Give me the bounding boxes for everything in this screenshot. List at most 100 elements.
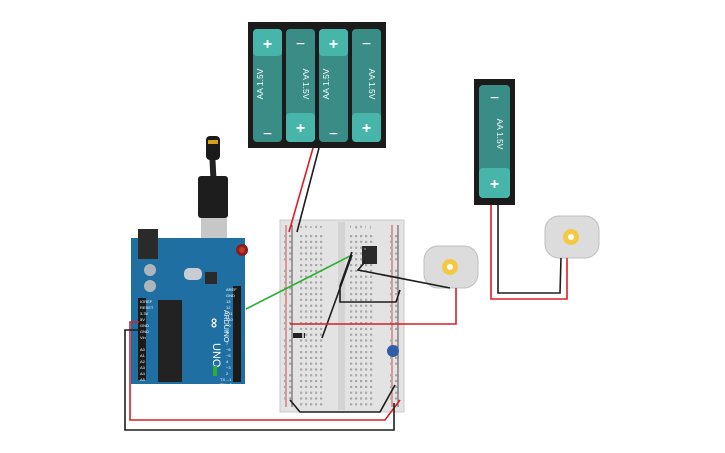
rail-hole[interactable]	[390, 322, 393, 325]
breadboard-hole[interactable]	[305, 403, 308, 406]
breadboard-hole[interactable]	[300, 339, 303, 342]
breadboard-hole[interactable]	[350, 333, 353, 336]
breadboard-hole[interactable]	[310, 287, 313, 290]
breadboard-hole[interactable]	[310, 351, 313, 354]
rail-hole[interactable]	[289, 385, 292, 388]
rail-hole[interactable]	[284, 258, 287, 261]
rail-hole[interactable]	[284, 252, 287, 255]
rail-hole[interactable]	[284, 374, 287, 377]
breadboard-hole[interactable]	[300, 374, 303, 377]
breadboard-hole[interactable]	[300, 380, 303, 383]
breadboard-hole[interactable]	[320, 298, 323, 301]
breadboard-hole[interactable]	[310, 374, 313, 377]
breadboard-hole[interactable]	[360, 374, 363, 377]
breadboard-hole[interactable]	[355, 380, 358, 383]
breadboard-hole[interactable]	[315, 368, 318, 371]
rail-hole[interactable]	[390, 310, 393, 313]
breadboard-hole[interactable]	[365, 391, 368, 394]
rail-hole[interactable]	[395, 397, 398, 400]
breadboard-hole[interactable]	[315, 281, 318, 284]
breadboard-hole[interactable]	[355, 351, 358, 354]
breadboard-hole[interactable]	[350, 264, 353, 267]
breadboard-hole[interactable]	[305, 322, 308, 325]
breadboard-hole[interactable]	[365, 380, 368, 383]
breadboard-hole[interactable]	[365, 304, 368, 307]
rail-hole[interactable]	[390, 356, 393, 359]
breadboard-hole[interactable]	[310, 397, 313, 400]
breadboard-hole[interactable]	[370, 269, 373, 272]
breadboard-hole[interactable]	[370, 264, 373, 267]
breadboard-hole[interactable]	[305, 252, 308, 255]
rail-hole[interactable]	[284, 322, 287, 325]
breadboard-hole[interactable]	[305, 368, 308, 371]
rail-hole[interactable]	[284, 235, 287, 238]
breadboard-hole[interactable]	[355, 356, 358, 359]
breadboard-hole[interactable]	[315, 345, 318, 348]
breadboard-hole[interactable]	[320, 403, 323, 406]
breadboard-hole[interactable]	[320, 246, 323, 249]
wire-arduino-gnd-black[interactable]	[124, 329, 395, 431]
breadboard-hole[interactable]	[350, 304, 353, 307]
rail-hole[interactable]	[284, 240, 287, 243]
breadboard-hole[interactable]	[370, 339, 373, 342]
rail-hole[interactable]	[395, 322, 398, 325]
rail-hole[interactable]	[390, 293, 393, 296]
wire-battery4-red[interactable]	[288, 147, 314, 233]
breadboard-hole[interactable]	[320, 327, 323, 330]
breadboard-hole[interactable]	[320, 368, 323, 371]
breadboard-hole[interactable]	[355, 293, 358, 296]
breadboard-hole[interactable]	[370, 374, 373, 377]
rail-hole[interactable]	[395, 269, 398, 272]
digital-header[interactable]	[233, 286, 241, 382]
rail-hole[interactable]	[395, 339, 398, 342]
breadboard-hole[interactable]	[365, 298, 368, 301]
breadboard-hole[interactable]	[370, 403, 373, 406]
breadboard-hole[interactable]	[350, 298, 353, 301]
arduino-uno[interactable]: ∞ ARDUINO UNO IOREF RESET 3.3V 5V GND GN…	[131, 136, 248, 387]
breadboard-hole[interactable]	[355, 333, 358, 336]
breadboard-hole[interactable]	[365, 327, 368, 330]
breadboard-hole[interactable]	[315, 391, 318, 394]
rail-hole[interactable]	[289, 252, 292, 255]
breadboard-hole[interactable]	[320, 391, 323, 394]
rail-hole[interactable]	[390, 397, 393, 400]
breadboard-hole[interactable]	[305, 240, 308, 243]
breadboard-hole[interactable]	[310, 385, 313, 388]
breadboard-hole[interactable]	[315, 374, 318, 377]
breadboard-hole[interactable]	[315, 293, 318, 296]
breadboard-hole[interactable]	[350, 351, 353, 354]
breadboard-hole[interactable]	[310, 322, 313, 325]
breadboard-hole[interactable]	[315, 385, 318, 388]
rail-hole[interactable]	[395, 258, 398, 261]
breadboard-hole[interactable]	[310, 356, 313, 359]
rail-hole[interactable]	[390, 287, 393, 290]
breadboard-hole[interactable]	[320, 293, 323, 296]
breadboard-hole[interactable]	[315, 356, 318, 359]
breadboard-hole[interactable]	[350, 287, 353, 290]
breadboard-hole[interactable]	[305, 264, 308, 267]
breadboard-hole[interactable]	[365, 293, 368, 296]
wire-motor1-red[interactable]	[290, 288, 457, 325]
breadboard-hole[interactable]	[315, 304, 318, 307]
breadboard-hole[interactable]	[370, 281, 373, 284]
wire-arduino-5v-red[interactable]	[129, 321, 401, 421]
rail-hole[interactable]	[284, 310, 287, 313]
breadboard-hole[interactable]	[320, 380, 323, 383]
breadboard[interactable]: a b c d e f g h i j	[279, 219, 405, 413]
breadboard-hole[interactable]	[350, 269, 353, 272]
breadboard-hole[interactable]	[360, 258, 363, 261]
breadboard-hole[interactable]	[305, 374, 308, 377]
breadboard-hole[interactable]	[310, 264, 313, 267]
breadboard-hole[interactable]	[300, 252, 303, 255]
rail-hole[interactable]	[284, 380, 287, 383]
breadboard-hole[interactable]	[305, 269, 308, 272]
wire-motor1-black[interactable]	[356, 261, 451, 289]
wire-battery1-red[interactable]	[490, 205, 568, 300]
rail-hole[interactable]	[284, 351, 287, 354]
breadboard-hole[interactable]	[310, 304, 313, 307]
breadboard-hole[interactable]	[310, 246, 313, 249]
breadboard-hole[interactable]	[300, 356, 303, 359]
breadboard-hole[interactable]	[300, 397, 303, 400]
breadboard-hole[interactable]	[355, 287, 358, 290]
breadboard-hole[interactable]	[355, 345, 358, 348]
